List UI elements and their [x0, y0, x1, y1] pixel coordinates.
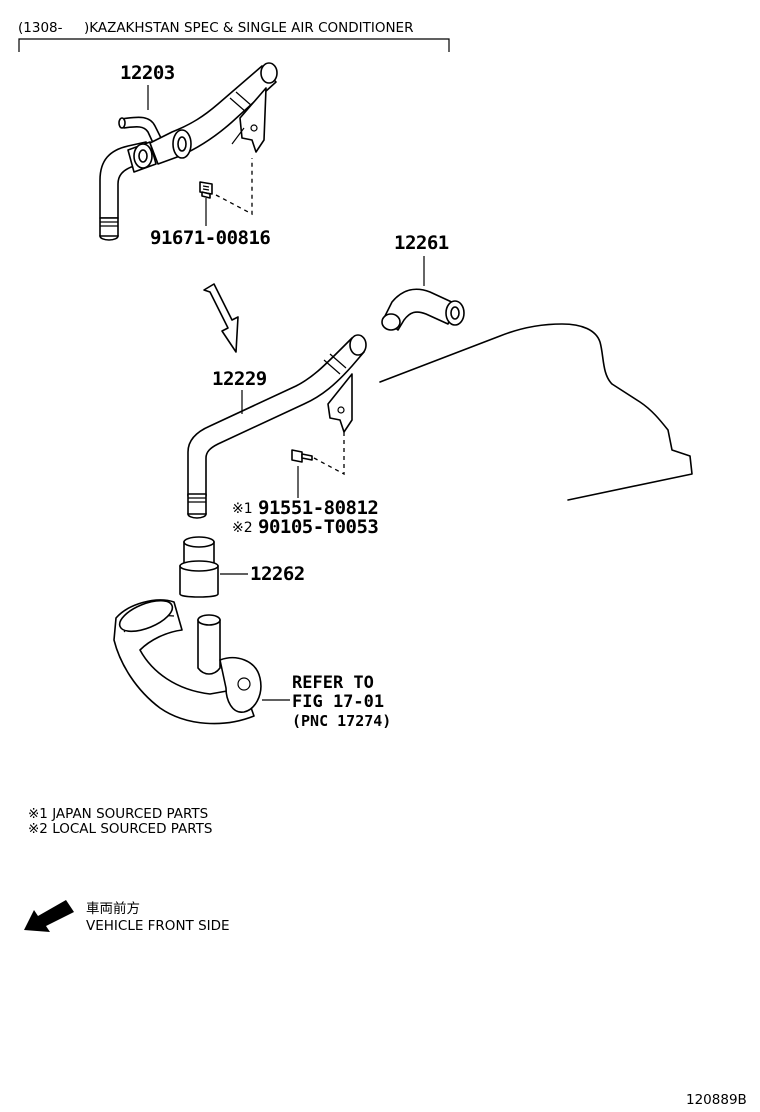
note-local-sourced: ※2 LOCAL SOURCED PARTS [28, 821, 213, 837]
header-bracket [18, 38, 450, 52]
hose-12262-drawing [179, 536, 219, 598]
refer-line1: REFER TO [292, 673, 374, 693]
part-number-90105: 90105-T0053 [258, 516, 378, 538]
bolt-91551-dash [313, 428, 345, 476]
intake-elbow-drawing [113, 599, 262, 725]
part-number-12262: 12262 [250, 563, 305, 585]
direction-arrow [203, 283, 239, 353]
vehicle-front-arrow-icon [24, 900, 74, 932]
pipe-12229-drawing [187, 334, 367, 519]
part-number-12261: 12261 [394, 232, 449, 254]
vehicle-front-japanese: 車両前方 [86, 900, 140, 917]
part-number-91671: 91671-00816 [150, 227, 270, 249]
refer-line2: FIG 17-01 [292, 692, 384, 712]
note-mark-1: ※1 [232, 501, 253, 517]
hose-12261-drawing [381, 288, 465, 331]
engine-outline [379, 323, 693, 501]
bolt-91671-dash [215, 158, 253, 216]
note-japan-sourced: ※1 JAPAN SOURCED PARTS [28, 806, 208, 822]
bolt-91671-drawing [199, 181, 213, 199]
condition-header: (1308- )KAZAKHSTAN SPEC & SINGLE AIR CON… [18, 20, 413, 36]
note-mark-2: ※2 [232, 520, 253, 536]
part-number-12229: 12229 [212, 368, 267, 390]
part-number-12203: 12203 [120, 62, 175, 84]
refer-line3: (PNC 17274) [292, 712, 391, 730]
bolt-91551-drawing [291, 449, 313, 463]
figure-id: 120889B [686, 1092, 747, 1108]
vehicle-front-english: VEHICLE FRONT SIDE [86, 918, 230, 934]
part-number-91551: 91551-80812 [258, 497, 378, 519]
hose-12203-drawing [99, 62, 278, 241]
